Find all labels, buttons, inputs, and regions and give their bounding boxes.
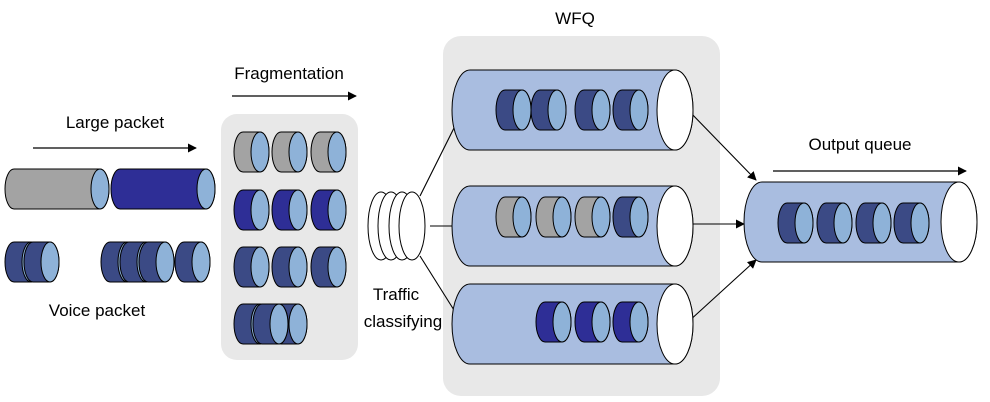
voice-packet — [138, 241, 175, 283]
output-packet — [816, 202, 853, 244]
voice-packet — [23, 241, 60, 283]
queued-packet — [612, 301, 649, 343]
fragment-packet — [310, 131, 347, 173]
large-packet-label: Large packet — [66, 113, 165, 132]
queue-arrow-top — [687, 109, 757, 181]
fragmentation-label: Fragmentation — [234, 64, 344, 83]
wfq-queue-top — [451, 69, 694, 151]
traffic-classifier — [367, 191, 426, 261]
queued-packet — [535, 301, 572, 343]
output-queue-label: Output queue — [808, 135, 911, 154]
voice-packet — [174, 241, 211, 283]
queued-packet — [495, 89, 532, 131]
packets — [4, 89, 930, 345]
queued-packet — [574, 196, 611, 238]
fragment-packet — [310, 189, 347, 231]
queued-packet — [612, 89, 649, 131]
voice-packet-label: Voice packet — [49, 301, 146, 320]
classifying-label: classifying — [364, 312, 442, 331]
queued-packet — [574, 301, 611, 343]
large-packet-blue — [110, 168, 216, 210]
output-packet — [777, 202, 814, 244]
queued-packet — [574, 89, 611, 131]
output-packet — [893, 202, 930, 244]
large-packet-gray — [4, 168, 110, 210]
queued-packet — [495, 196, 532, 238]
fragment-packet — [310, 246, 347, 288]
fragment-packet — [233, 246, 270, 288]
output-packet — [855, 202, 892, 244]
fragment-packet — [233, 131, 270, 173]
queue-arrow-bottom — [687, 259, 757, 323]
fragment-packet — [271, 246, 308, 288]
fragmentation-panel — [221, 114, 358, 360]
wfq-queue-middle — [451, 185, 694, 267]
classifier-disc — [398, 191, 426, 261]
queued-packet — [612, 196, 649, 238]
queued-packet — [530, 89, 567, 131]
fragment-packet — [271, 189, 308, 231]
wfq-label: WFQ — [555, 9, 595, 28]
traffic-label: Traffic — [373, 285, 420, 304]
fragment-packet — [271, 131, 308, 173]
wfq-queue-bottom — [451, 283, 694, 365]
fragment-packet — [252, 303, 289, 345]
fragment-packet — [233, 189, 270, 231]
queued-packet — [535, 196, 572, 238]
